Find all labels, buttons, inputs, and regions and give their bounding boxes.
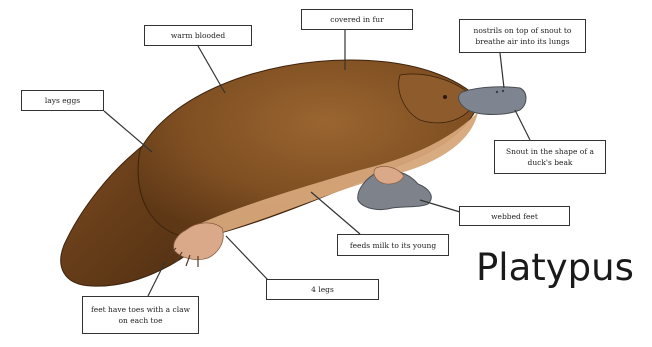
diagram-title: Platypus bbox=[476, 246, 634, 289]
label-four-legs: 4 legs bbox=[266, 279, 379, 300]
label-nostrils: nostrils on top of snout to breathe air … bbox=[459, 19, 586, 53]
platypus-eye bbox=[443, 95, 447, 99]
label-covered-in-fur: covered in fur bbox=[301, 9, 413, 30]
label-warm-blooded: warm blooded bbox=[144, 25, 252, 46]
label-webbed-feet: webbed feet bbox=[459, 206, 570, 226]
nostril-mark bbox=[496, 91, 498, 93]
label-lays-eggs: lays eggs bbox=[21, 90, 104, 111]
platypus-beak bbox=[459, 87, 526, 115]
label-snout: Snout in the shape of a duck's beak bbox=[494, 140, 606, 174]
nostril-mark bbox=[502, 90, 504, 92]
label-feeds-milk: feeds milk to its young bbox=[337, 234, 449, 256]
label-toes: feet have toes with a claw on each toe bbox=[82, 296, 199, 334]
